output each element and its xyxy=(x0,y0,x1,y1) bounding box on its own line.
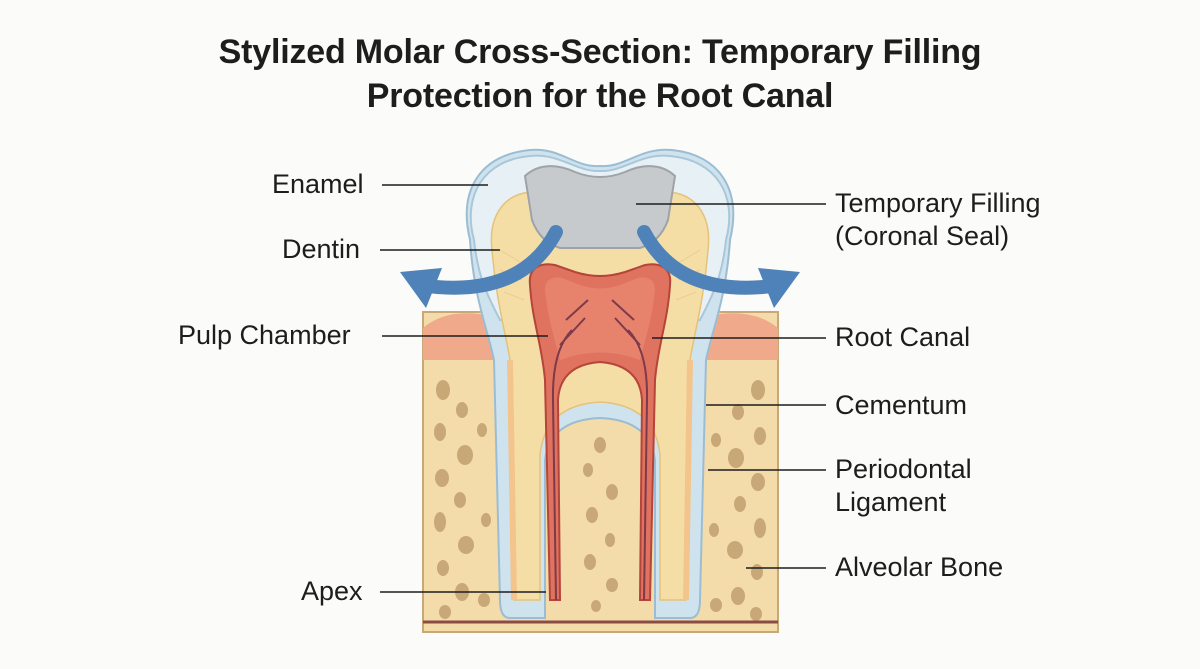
label-apex: Apex xyxy=(301,576,363,606)
cementum xyxy=(507,359,693,601)
diagram-title: Stylized Molar Cross-Section: Temporary … xyxy=(0,30,1200,118)
label-cementum: Cementum xyxy=(835,390,968,420)
label-periodontal-line2: Ligament xyxy=(835,487,947,517)
arrow-right xyxy=(637,225,787,295)
title-line-1: Stylized Molar Cross-Section: Temporary … xyxy=(218,33,982,71)
bone-pores xyxy=(434,380,766,621)
label-periodontal-ligament: Periodontal Ligament xyxy=(835,453,972,519)
label-pulp-chamber: Pulp Chamber xyxy=(178,320,351,350)
label-periodontal-line1: Periodontal xyxy=(835,454,972,484)
label-temporary-filling-line1: Temporary Filling xyxy=(835,188,1041,218)
label-enamel: Enamel xyxy=(272,169,364,199)
label-temporary-filling-line2: (Coronal Seal) xyxy=(835,221,1010,251)
alveolar-bone xyxy=(422,311,779,633)
seal-arrows xyxy=(400,225,800,308)
label-root-canal: Root Canal xyxy=(835,322,971,352)
title-line-2: Protection for the Root Canal xyxy=(366,77,834,115)
root-canal-vessels xyxy=(551,299,649,601)
label-temporary-filling: Temporary Filling (Coronal Seal) xyxy=(835,187,1041,253)
arrow-left xyxy=(413,225,563,295)
leader-lines xyxy=(380,184,826,593)
gingiva-right xyxy=(700,313,778,360)
label-dentin: Dentin xyxy=(282,234,361,264)
label-alveolar-bone: Alveolar Bone xyxy=(835,552,1004,582)
